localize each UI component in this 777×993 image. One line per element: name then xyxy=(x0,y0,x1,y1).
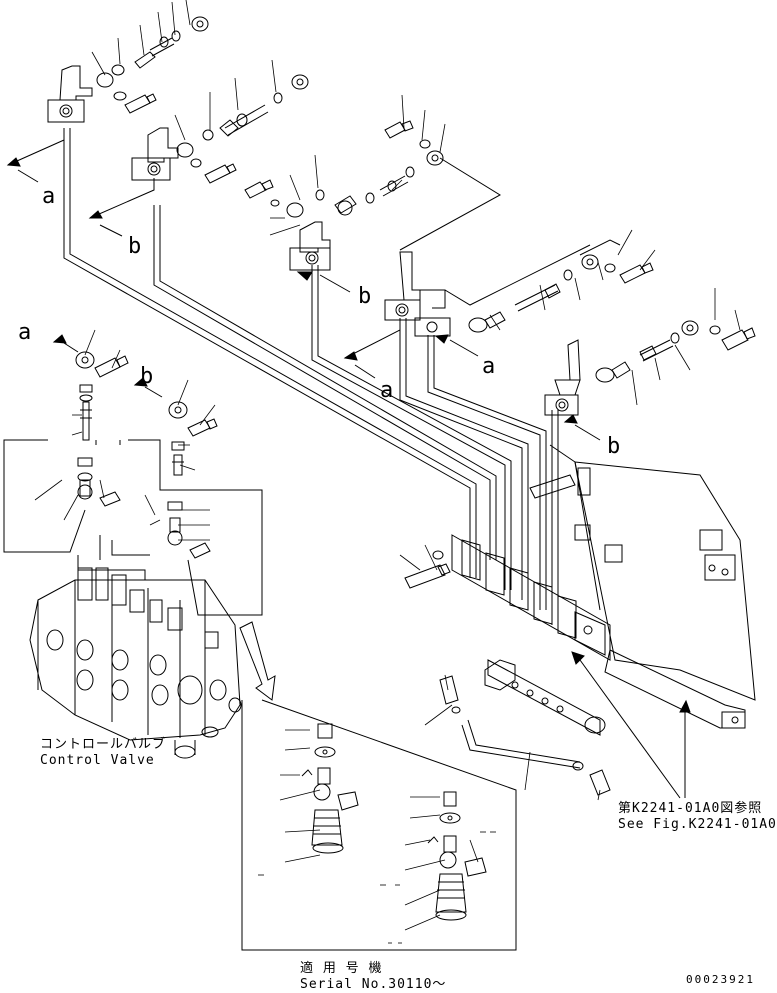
callout-b-4: b xyxy=(607,434,621,459)
callout-b-3: b xyxy=(140,364,154,389)
drawing-number: 00023921 xyxy=(686,973,755,986)
dash-marks xyxy=(258,831,496,944)
valve-brackets xyxy=(3,439,263,616)
control-rods xyxy=(63,128,559,625)
control-valve-label-jp: コントロールバルブ xyxy=(40,737,167,752)
linkage-parts-top-left xyxy=(47,16,309,184)
linkage-parts-right xyxy=(468,239,756,416)
console-panel xyxy=(529,444,756,701)
enlarged-parts-right xyxy=(427,791,487,921)
lever-bracket xyxy=(404,534,611,661)
enlarged-view-frame xyxy=(241,699,517,951)
valve-side-parts xyxy=(75,351,218,559)
callout-a-3: a xyxy=(380,378,394,403)
lower-rail-and-link xyxy=(439,649,746,796)
leader-lines xyxy=(34,0,741,931)
control-valve xyxy=(29,567,242,759)
reference-label-jp: 第K2241-01A0図参照 xyxy=(618,801,763,816)
serial-label-en: Serial No.30110～ xyxy=(300,977,447,992)
callout-b-1: b xyxy=(128,234,142,259)
linkage-parts-top-middle xyxy=(244,120,591,337)
callout-a-2: a xyxy=(18,320,32,345)
callout-a-1: a xyxy=(42,184,56,209)
reference-label-en: See Fig.K2241-01A0 xyxy=(618,817,777,832)
callout-b-2: b xyxy=(358,284,372,309)
enlarged-parts-left xyxy=(301,723,359,854)
serial-label-jp: 適 用 号 機 xyxy=(300,961,383,976)
callout-a-4: a xyxy=(482,354,496,379)
control-valve-label-en: Control Valve xyxy=(40,753,155,768)
direction-arrows xyxy=(6,128,691,799)
enlarged-view-arrow xyxy=(239,621,276,701)
